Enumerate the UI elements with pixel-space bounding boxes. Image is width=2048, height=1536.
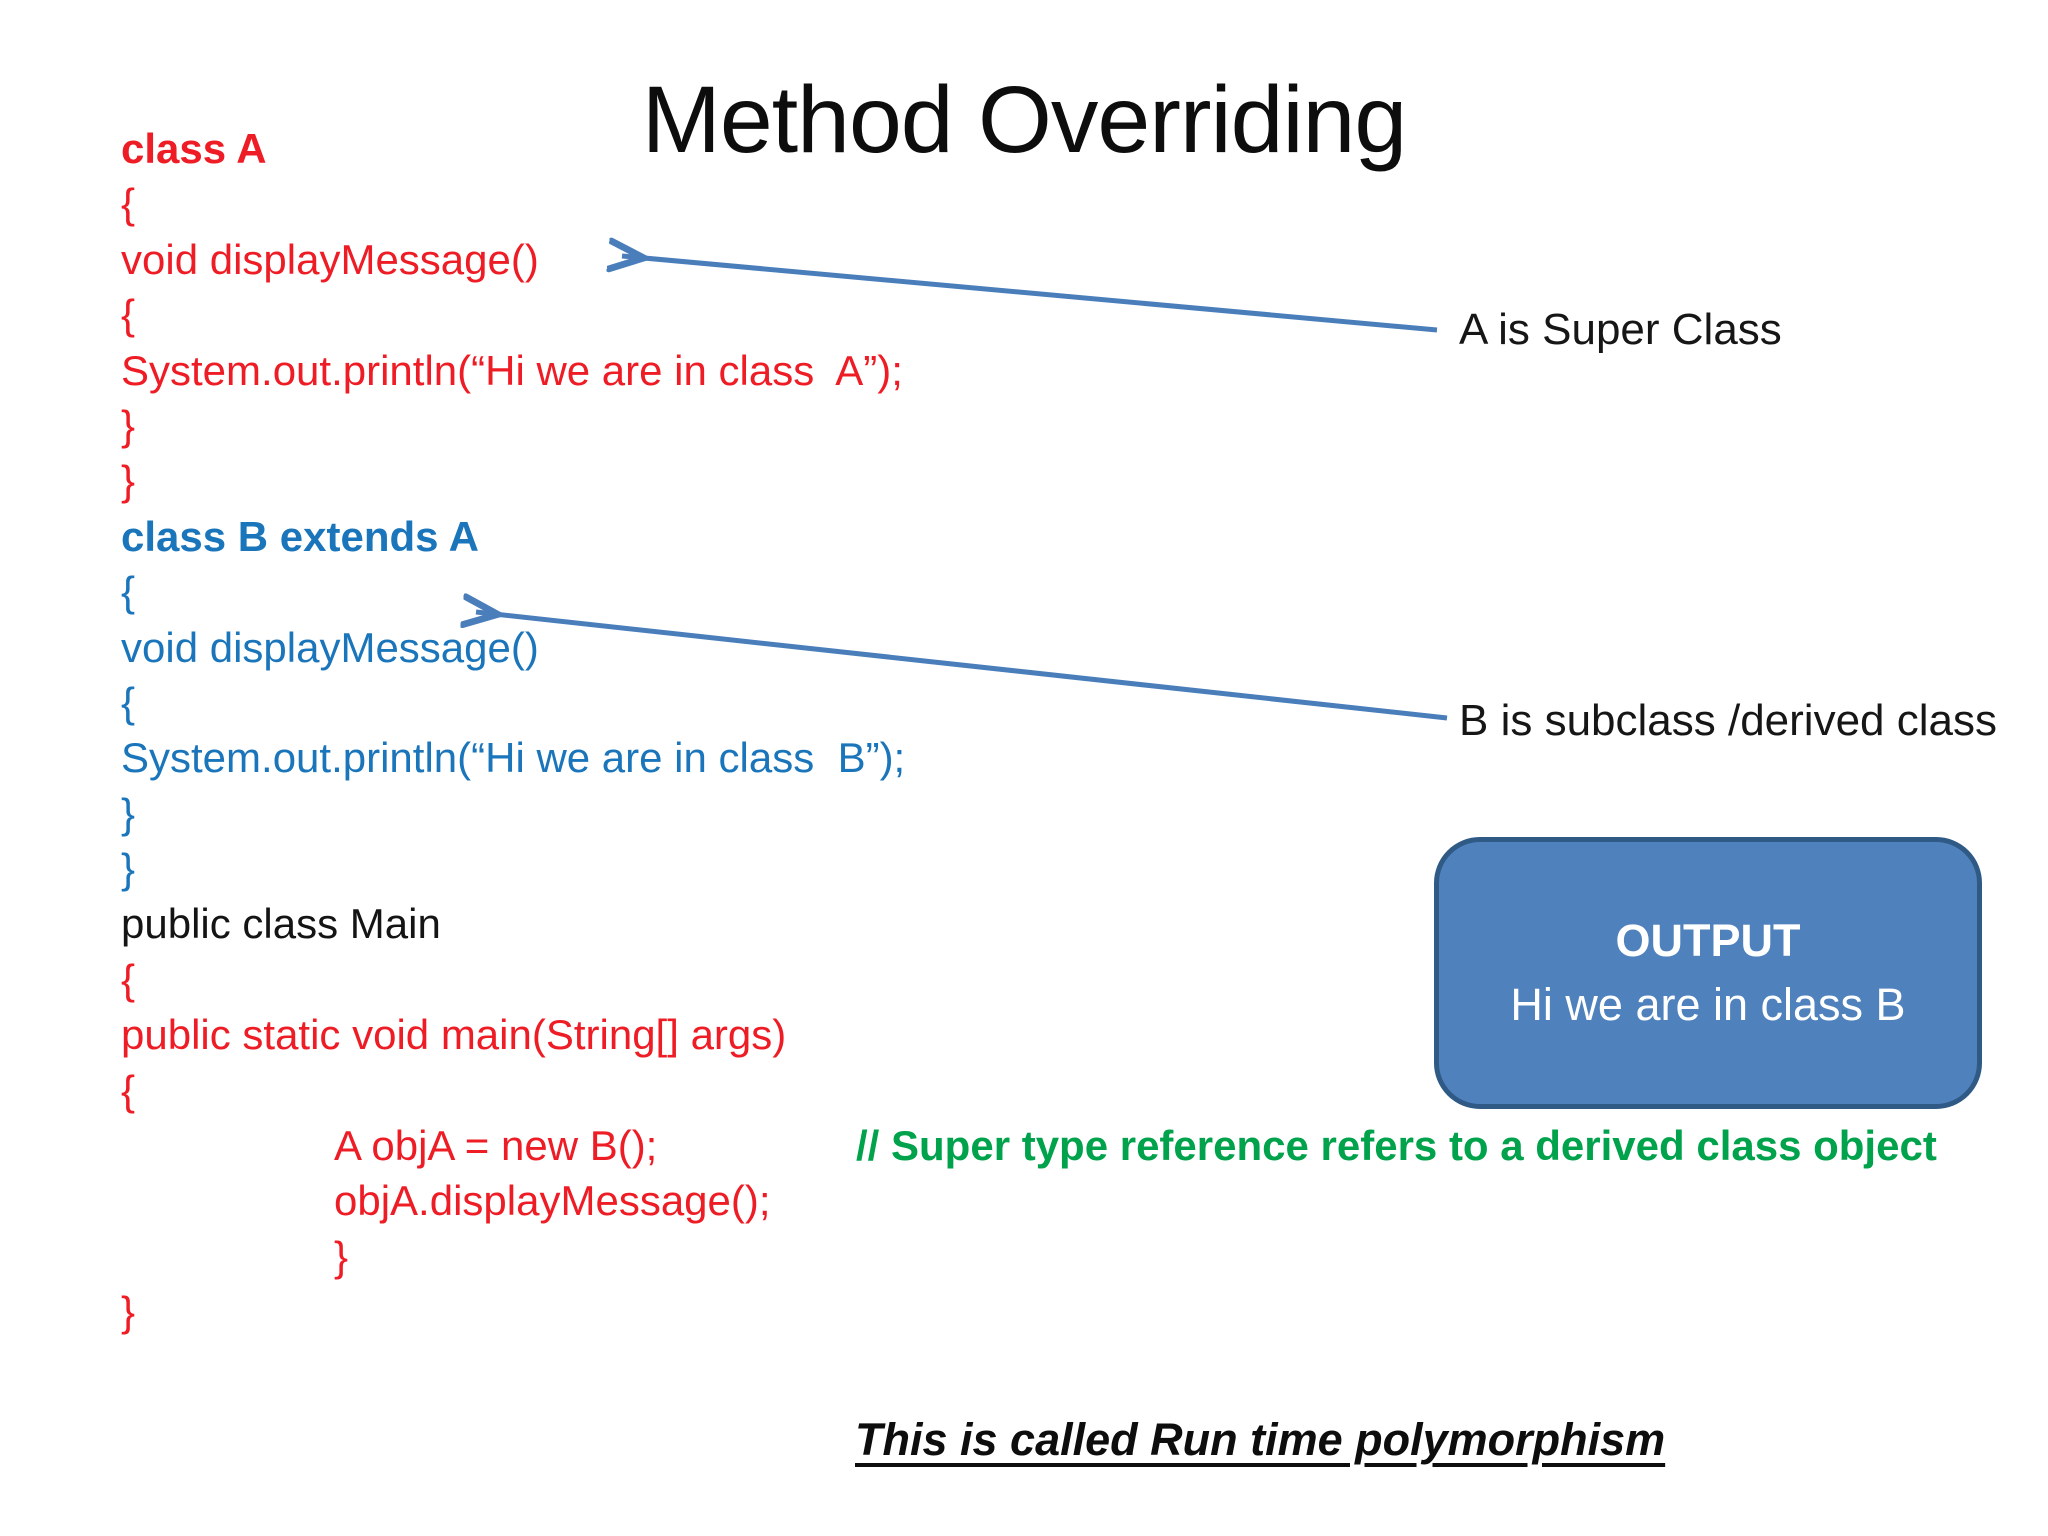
code-text: } bbox=[334, 1232, 349, 1280]
code-line: objA.displayMessage(); bbox=[121, 1173, 1981, 1228]
code-text: } bbox=[121, 845, 136, 893]
code-line: class A bbox=[121, 121, 1981, 176]
output-box: OUTPUT Hi we are in class B bbox=[1434, 837, 1982, 1109]
code-line: { bbox=[121, 287, 1981, 342]
code-text: class B extends A bbox=[121, 512, 479, 560]
code-comment: // Super type reference refers to a deri… bbox=[856, 1122, 1937, 1170]
code-text: } bbox=[121, 1288, 136, 1336]
code-line: System.out.println(“Hi we are in class B… bbox=[121, 730, 1981, 785]
code-line: { bbox=[121, 564, 1981, 619]
code-text: { bbox=[121, 678, 136, 726]
code-line: } bbox=[121, 453, 1981, 508]
code-line: { bbox=[121, 952, 1981, 1007]
code-text: objA.displayMessage(); bbox=[334, 1177, 771, 1225]
code-line: class B extends A bbox=[121, 509, 1981, 564]
annotation-subclass: B is subclass /derived class bbox=[1459, 696, 1997, 745]
code-text: System.out.println(“Hi we are in class B… bbox=[121, 734, 906, 782]
code-text: void displayMessage() bbox=[121, 235, 539, 283]
code-line: } bbox=[121, 786, 1981, 841]
code-line: } bbox=[121, 1229, 1981, 1284]
code-line: } bbox=[121, 398, 1981, 453]
code-line: { bbox=[121, 1063, 1981, 1118]
code-line: void displayMessage() bbox=[121, 232, 1981, 287]
code-line: A objA = new B(); // Super type reference… bbox=[121, 1118, 1981, 1173]
code-line: void displayMessage() bbox=[121, 620, 1981, 675]
code-text: } bbox=[121, 457, 136, 505]
code-text: { bbox=[121, 568, 136, 616]
output-box-title: OUTPUT bbox=[1615, 915, 1801, 966]
code-text: void displayMessage() bbox=[121, 623, 539, 671]
code-line: public class Main bbox=[121, 896, 1981, 951]
slide-title: Method Overriding bbox=[641, 66, 1407, 173]
output-box-message: Hi we are in class B bbox=[1510, 979, 1906, 1030]
code-line: System.out.println(“Hi we are in class A… bbox=[121, 343, 1981, 398]
code-line: public static void main(String[] args) bbox=[121, 1007, 1981, 1062]
code-text: { bbox=[121, 1066, 136, 1114]
code-text: { bbox=[121, 291, 136, 339]
code-text: } bbox=[121, 401, 136, 449]
code-text: public static void main(String[] args) bbox=[121, 1011, 787, 1059]
code-line: { bbox=[121, 675, 1981, 730]
code-text: } bbox=[121, 789, 136, 837]
code-text: class A bbox=[121, 125, 267, 172]
footer-note: This is called Run time polymorphism bbox=[855, 1414, 1666, 1465]
code-line: { bbox=[121, 176, 1981, 231]
code-text: A objA = new B(); bbox=[334, 1122, 658, 1170]
code-text: System.out.println(“Hi we are in class A… bbox=[121, 346, 903, 394]
code-line: } bbox=[121, 1284, 1981, 1339]
code-text: { bbox=[121, 180, 136, 228]
annotation-super-class: A is Super Class bbox=[1459, 305, 1782, 354]
code-line: } bbox=[121, 841, 1981, 896]
code-text: { bbox=[121, 955, 136, 1003]
code-text: public class Main bbox=[121, 900, 441, 948]
code-block: class A { void displayMessage() { System.out… bbox=[121, 121, 1981, 1340]
